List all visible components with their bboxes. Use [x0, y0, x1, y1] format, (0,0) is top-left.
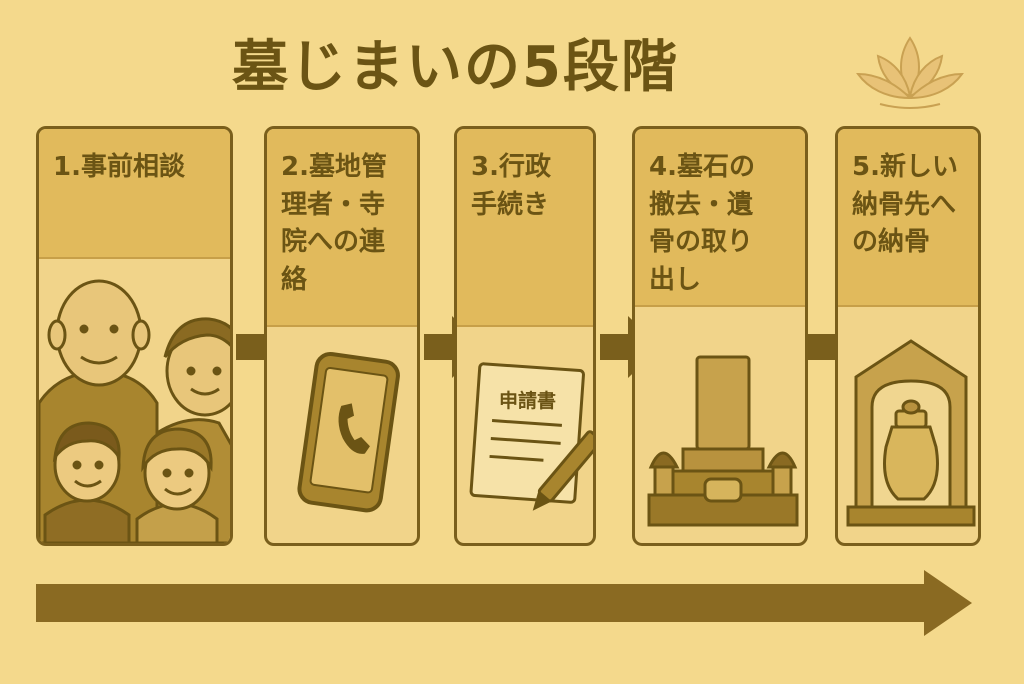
step-3-panel: 3.行政 手続き 申請書: [454, 126, 596, 546]
step-3-label: 3.行政 手続き: [471, 152, 551, 220]
step-4-label: 4.墓石の 撤去・遺 骨の取り 出し: [649, 152, 755, 296]
step-header: [838, 129, 978, 307]
step-5-panel: 5.新しい 納骨先へ の納骨: [835, 126, 981, 546]
step-4-panel: 4.墓石の 撤去・遺 骨の取り 出し: [632, 126, 808, 546]
document-title: 申請書: [499, 389, 556, 412]
step-header: [39, 129, 230, 259]
urn-shrine-icon: [846, 339, 976, 527]
step-header: [457, 129, 593, 327]
step-header: [267, 129, 417, 327]
step-header: [635, 129, 805, 307]
smartphone-icon: [297, 352, 400, 513]
step-5-label: 5.新しい 納骨先へ の納骨: [852, 152, 958, 258]
page-title: 墓じまいの5段階: [232, 35, 679, 100]
gravestone-icon: [647, 355, 799, 527]
family-icon: [39, 279, 230, 543]
step-2-panel: 2.墓地管 理者・寺 院への連 絡: [264, 126, 420, 546]
step-1-panel: 1.事前相談: [36, 126, 233, 546]
flow-arrow-icon: [600, 316, 660, 378]
document-pen-icon: 申請書: [469, 362, 593, 511]
timeline-arrow-icon: [36, 570, 972, 636]
step-1-label: 1.事前相談: [53, 152, 185, 182]
lotus-icon: [856, 36, 964, 109]
step-2-label: 2.墓地管 理者・寺 院への連 絡: [281, 152, 387, 296]
